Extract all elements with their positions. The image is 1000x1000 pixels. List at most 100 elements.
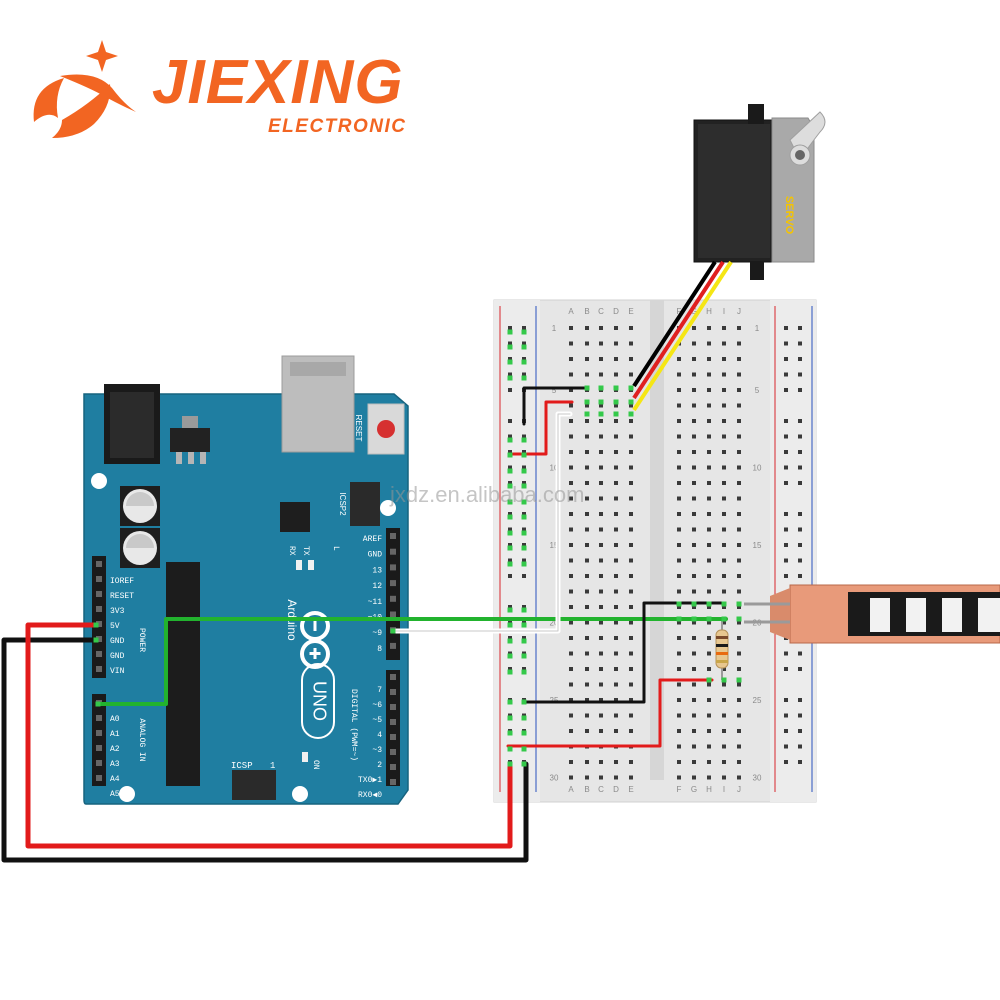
header-pin	[96, 576, 102, 582]
breadboard-hole	[722, 574, 726, 578]
breadboard-hole	[737, 481, 741, 485]
breadboard-hole	[677, 744, 681, 749]
breadboard-hole	[569, 713, 573, 718]
header-pin	[96, 606, 102, 612]
breadboard-hole	[599, 682, 603, 687]
connection-dot	[584, 411, 590, 417]
rail-hole	[508, 605, 512, 609]
breadboard-hole	[692, 450, 696, 454]
breadboard-hole	[722, 450, 726, 454]
breadboard-hole	[692, 620, 696, 625]
breadboard-hole	[585, 760, 589, 764]
breadboard-hole	[677, 558, 681, 563]
breadboard-hole	[677, 589, 681, 594]
header-pin-label: A3	[110, 760, 120, 769]
breadboard-hole	[629, 341, 633, 346]
connection-dot	[628, 411, 634, 417]
column-letter: I	[723, 785, 725, 794]
breadboard-hole	[614, 543, 618, 547]
uno-label: UNO	[309, 681, 329, 721]
connection-dot	[521, 561, 527, 567]
breadboard-hole	[707, 403, 711, 408]
breadboard-hole	[569, 651, 573, 656]
wire-gnd-rail-outer	[1, 637, 529, 863]
rail-hole	[798, 434, 802, 439]
breadboard-hole	[585, 481, 589, 485]
rail-hole	[798, 574, 802, 578]
breadboard-hole	[629, 682, 633, 687]
rail-hole	[798, 760, 802, 764]
power-group-label: POWER	[137, 628, 146, 652]
connection-dot	[736, 601, 742, 607]
connection-dot	[521, 530, 527, 536]
connection-dot	[507, 437, 513, 443]
arduino-logo	[300, 611, 330, 669]
connection-dot	[507, 607, 513, 613]
breadboard-hole	[692, 558, 696, 563]
rail-hole	[798, 341, 802, 346]
rail-hole	[522, 372, 526, 377]
rail-hole	[784, 667, 788, 671]
breadboard-hole	[629, 760, 633, 764]
connection-dot	[521, 514, 527, 520]
breadboard-hole	[569, 574, 573, 578]
breadboard-hole	[737, 434, 741, 439]
rail-hole	[784, 388, 788, 392]
breadboard-hole	[614, 419, 618, 423]
rail-hole	[784, 713, 788, 718]
breadboard-hole	[722, 682, 726, 687]
rail-hole	[798, 512, 802, 516]
rail-hole	[508, 388, 512, 392]
breadboard-hole	[692, 388, 696, 392]
breadboard-hole	[614, 527, 618, 532]
breadboard-hole	[585, 698, 589, 702]
rail-hole	[798, 372, 802, 377]
breadboard-hole	[599, 419, 603, 423]
breadboard-hole	[737, 357, 741, 361]
connection-dot	[507, 468, 513, 474]
breadboard-hole	[677, 760, 681, 764]
breadboard-hole	[692, 496, 696, 501]
breadboard-hole	[692, 698, 696, 702]
breadboard-hole	[585, 543, 589, 547]
breadboard-hole	[722, 527, 726, 532]
breadboard-hole	[692, 651, 696, 656]
rail-hole	[508, 558, 512, 563]
breadboard-hole	[677, 620, 681, 625]
led-indicator	[308, 560, 314, 570]
connection-dot	[521, 329, 527, 335]
connection-dot	[521, 761, 527, 767]
capacitor	[120, 486, 160, 526]
breadboard-hole	[737, 326, 741, 330]
breadboard-hole	[614, 729, 618, 733]
rail-hole	[522, 450, 526, 454]
breadboard-hole	[614, 450, 618, 454]
breadboard-hole	[692, 605, 696, 609]
breadboard-hole	[629, 729, 633, 733]
connection-dot	[507, 622, 513, 628]
header-pin	[390, 719, 396, 725]
rail-hole	[508, 326, 512, 330]
breadboard-hole	[737, 419, 741, 423]
rail-hole	[508, 512, 512, 516]
breadboard-hole	[737, 605, 741, 609]
breadboard-hole	[677, 605, 681, 609]
rail-hole	[522, 636, 526, 640]
servo-wire-red	[632, 260, 725, 400]
mount-hole	[91, 473, 107, 489]
rail-hole	[522, 543, 526, 547]
breadboard-hole	[707, 636, 711, 640]
breadboard-hole	[677, 388, 681, 392]
connection-dot	[691, 616, 697, 622]
servo-label: SERVO	[783, 196, 795, 235]
breadboard-hole	[585, 419, 589, 423]
connection-dot	[628, 399, 634, 405]
breadboard-hole	[692, 465, 696, 470]
wire-sensor-gnd	[522, 601, 726, 704]
rail-hole	[522, 465, 526, 470]
breadboard-hole	[599, 760, 603, 764]
breadboard-hole	[737, 512, 741, 516]
connection-dot	[507, 344, 513, 350]
breadboard-hole	[707, 326, 711, 330]
rail-hole	[522, 341, 526, 346]
